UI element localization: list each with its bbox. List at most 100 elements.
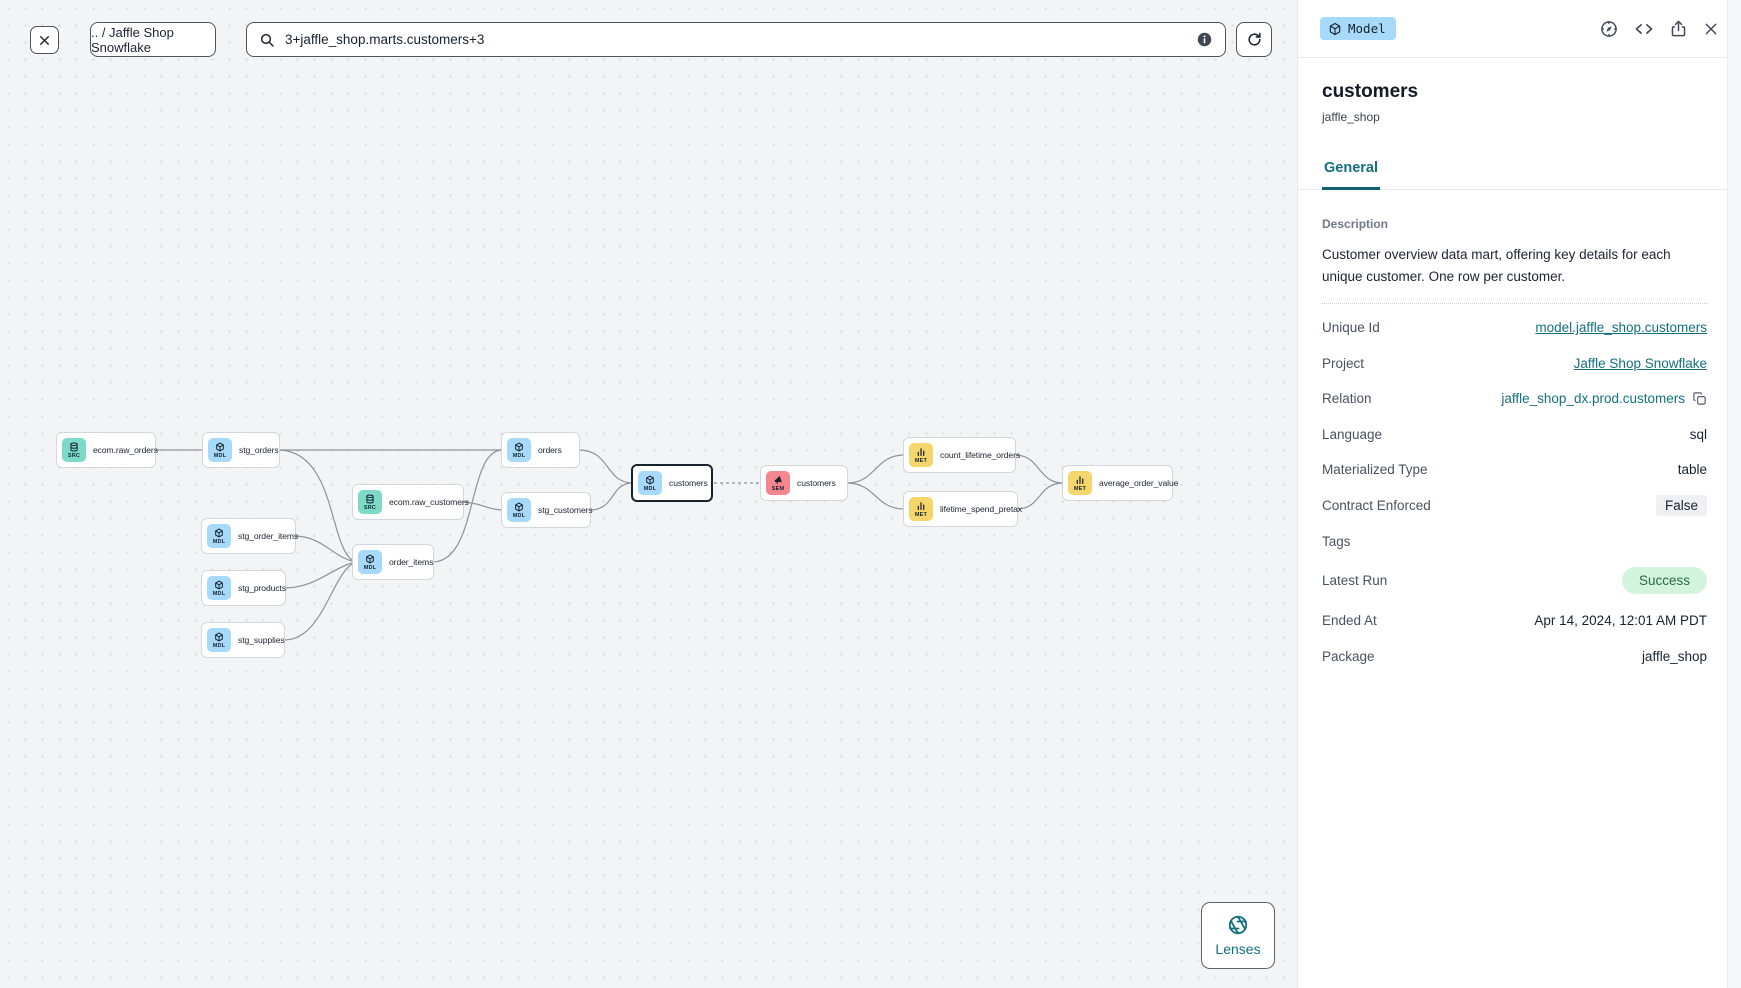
cube-icon [1328,22,1342,36]
search-input[interactable] [283,31,1188,48]
model-icon [214,528,224,538]
row-label: Package [1322,648,1375,664]
node-label: customers [797,478,836,488]
node-label: stg_supplies [238,635,285,645]
dag-node-stg-products[interactable]: MDL stg_products [201,570,286,606]
description-text: Customer overview data mart, offering ke… [1322,247,1671,284]
lenses-button[interactable]: Lenses [1201,902,1275,969]
dag-node-stg-order-items[interactable]: MDL stg_order_items [201,518,298,554]
detail-row-unique-id: Unique Id model.jaffle_shop.customers [1322,310,1707,346]
share-icon[interactable] [1669,19,1688,38]
page-title: customers [1322,81,1419,102]
row-label: Materialized Type [1322,462,1428,478]
node-label: stg_products [238,583,287,593]
row-label: Ended At [1322,613,1377,629]
row-value-wrap: False [1655,494,1707,516]
row-value: jaffle_shop_dx.prod.customers [1501,391,1685,407]
dag-node-ecom-raw-orders[interactable]: SRC ecom.raw_orders [56,432,158,468]
model-icon [514,502,524,512]
breadcrumb[interactable]: .. / Jaffle Shop Snowflake [90,22,216,57]
dag-node-customers[interactable]: MDL customers [631,464,713,502]
row-value-wrap: jaffle_shop_dx.prod.customers [1501,391,1707,406]
row-value-wrap: jaffle_shop [1642,649,1707,664]
row-value-wrap: Success [1621,567,1707,595]
dag-node-average-order-value[interactable]: MET average_order_value [1062,465,1178,501]
aperture-icon [1227,914,1249,936]
model-icon [365,554,375,564]
lineage-canvas[interactable]: SRC ecom.raw_orders MDL stg_orders SRC e… [0,0,1297,988]
dag-node-lifetime-spend-pretax[interactable]: MET lifetime_spend_pretax [903,491,1022,527]
node-label: ecom.raw_orders [93,445,158,455]
dag-node-order-items[interactable]: MDL order_items [352,544,434,580]
close-lineage-button[interactable] [30,26,59,54]
resource-type-label: Model [1348,21,1386,36]
edge-stg-supplies-to-order-items [284,563,353,641]
node-label: customers [669,478,708,488]
dag-node-stg-supplies[interactable]: MDL stg_supplies [201,622,285,658]
lenses-label: Lenses [1215,941,1261,957]
copy-icon[interactable] [1692,391,1707,406]
row-value-wrap: table [1678,462,1707,477]
dag-node-orders[interactable]: MDL orders [501,432,580,468]
close-panel-icon[interactable] [1703,21,1719,37]
dag-node-stg-orders[interactable]: MDL stg_orders [202,432,280,468]
breadcrumb-label: .. / Jaffle Shop Snowflake [91,24,174,55]
info-icon[interactable] [1196,31,1213,48]
model-icon [214,632,224,642]
node-label: count_lifetime_orders [940,450,1021,460]
semantic-model-icon [773,475,783,485]
edge-order-items-to-orders [433,449,502,563]
node-label: order_items [389,557,434,567]
refresh-icon [1246,31,1263,48]
resource-type-badge: Model [1320,17,1396,40]
detail-row-materialized-type: Materialized Type table [1322,452,1707,488]
dag-node-ecom-raw-customers[interactable]: SRC ecom.raw_customers [352,484,469,520]
description-heading: Description [1322,217,1389,231]
detail-row-contract-enforced: Contract Enforced False [1322,488,1707,524]
edge-lifetime-spend-pretax-to-average-order-value [1017,482,1063,510]
row-label: Language [1322,426,1383,442]
row-label: Latest Run [1322,573,1388,589]
row-value-wrap[interactable]: model.jaffle_shop.customers [1535,320,1707,335]
edge-stg-customers-to-customers [590,482,632,511]
row-label: Contract Enforced [1322,497,1431,513]
lineage-edges [154,449,1063,641]
row-value: sql [1689,426,1707,442]
node-label: average_order_value [1099,478,1179,488]
row-label: Relation [1322,391,1372,407]
tab-general[interactable]: General [1322,160,1380,190]
refresh-button[interactable] [1236,22,1272,57]
row-value: jaffle_shop [1641,648,1707,664]
detail-row-latest-run: Latest Run Success [1322,559,1707,603]
row-value-wrap: Apr 14, 2024, 12:01 AM PDT [1534,613,1707,628]
search-icon [259,32,275,48]
edge-ecom-raw-customers-to-stg-customers [463,501,502,511]
panel-tabs: General [1298,160,1741,190]
edge-stg-order-items-to-order-items [295,535,353,562]
model-icon [214,580,224,590]
row-value: model.jaffle_shop.customers [1535,320,1707,336]
node-label: lifetime_spend_pretax [940,504,1022,514]
code-icon[interactable] [1634,19,1654,39]
model-icon [514,442,524,452]
explore-compass-icon[interactable] [1599,19,1619,39]
node-label: ecom.raw_customers [389,497,469,507]
row-label: Unique Id [1322,320,1380,336]
row-label: Project [1322,355,1365,371]
detail-row-package: Package jaffle_shop [1322,638,1707,674]
close-icon [38,34,51,47]
model-icon [645,475,655,485]
panel-scrollbar[interactable] [1727,0,1741,988]
row-value-wrap[interactable]: Jaffle Shop Snowflake [1574,356,1707,371]
detail-row-ended-at: Ended At Apr 14, 2024, 12:01 AM PDT [1322,603,1707,639]
detail-row-relation: Relation jaffle_shop_dx.prod.customers [1322,381,1707,417]
edge-count-lifetime-orders-to-average-order-value [1015,454,1063,484]
dag-node-customers-sem[interactable]: SEM customers [760,465,848,501]
dag-node-count-lifetime-orders[interactable]: MET count_lifetime_orders [903,437,1020,473]
dag-node-stg-customers[interactable]: MDL stg_customers [501,492,593,528]
detail-row-project: Project Jaffle Shop Snowflake [1322,345,1707,381]
details-panel: Model customers jaffle_shop General Desc… [1297,0,1741,988]
row-value: Jaffle Shop Snowflake [1573,355,1707,371]
edge-customers-sem-to-lifetime-spend-pretax [847,482,904,510]
metric-icon [1075,475,1085,485]
